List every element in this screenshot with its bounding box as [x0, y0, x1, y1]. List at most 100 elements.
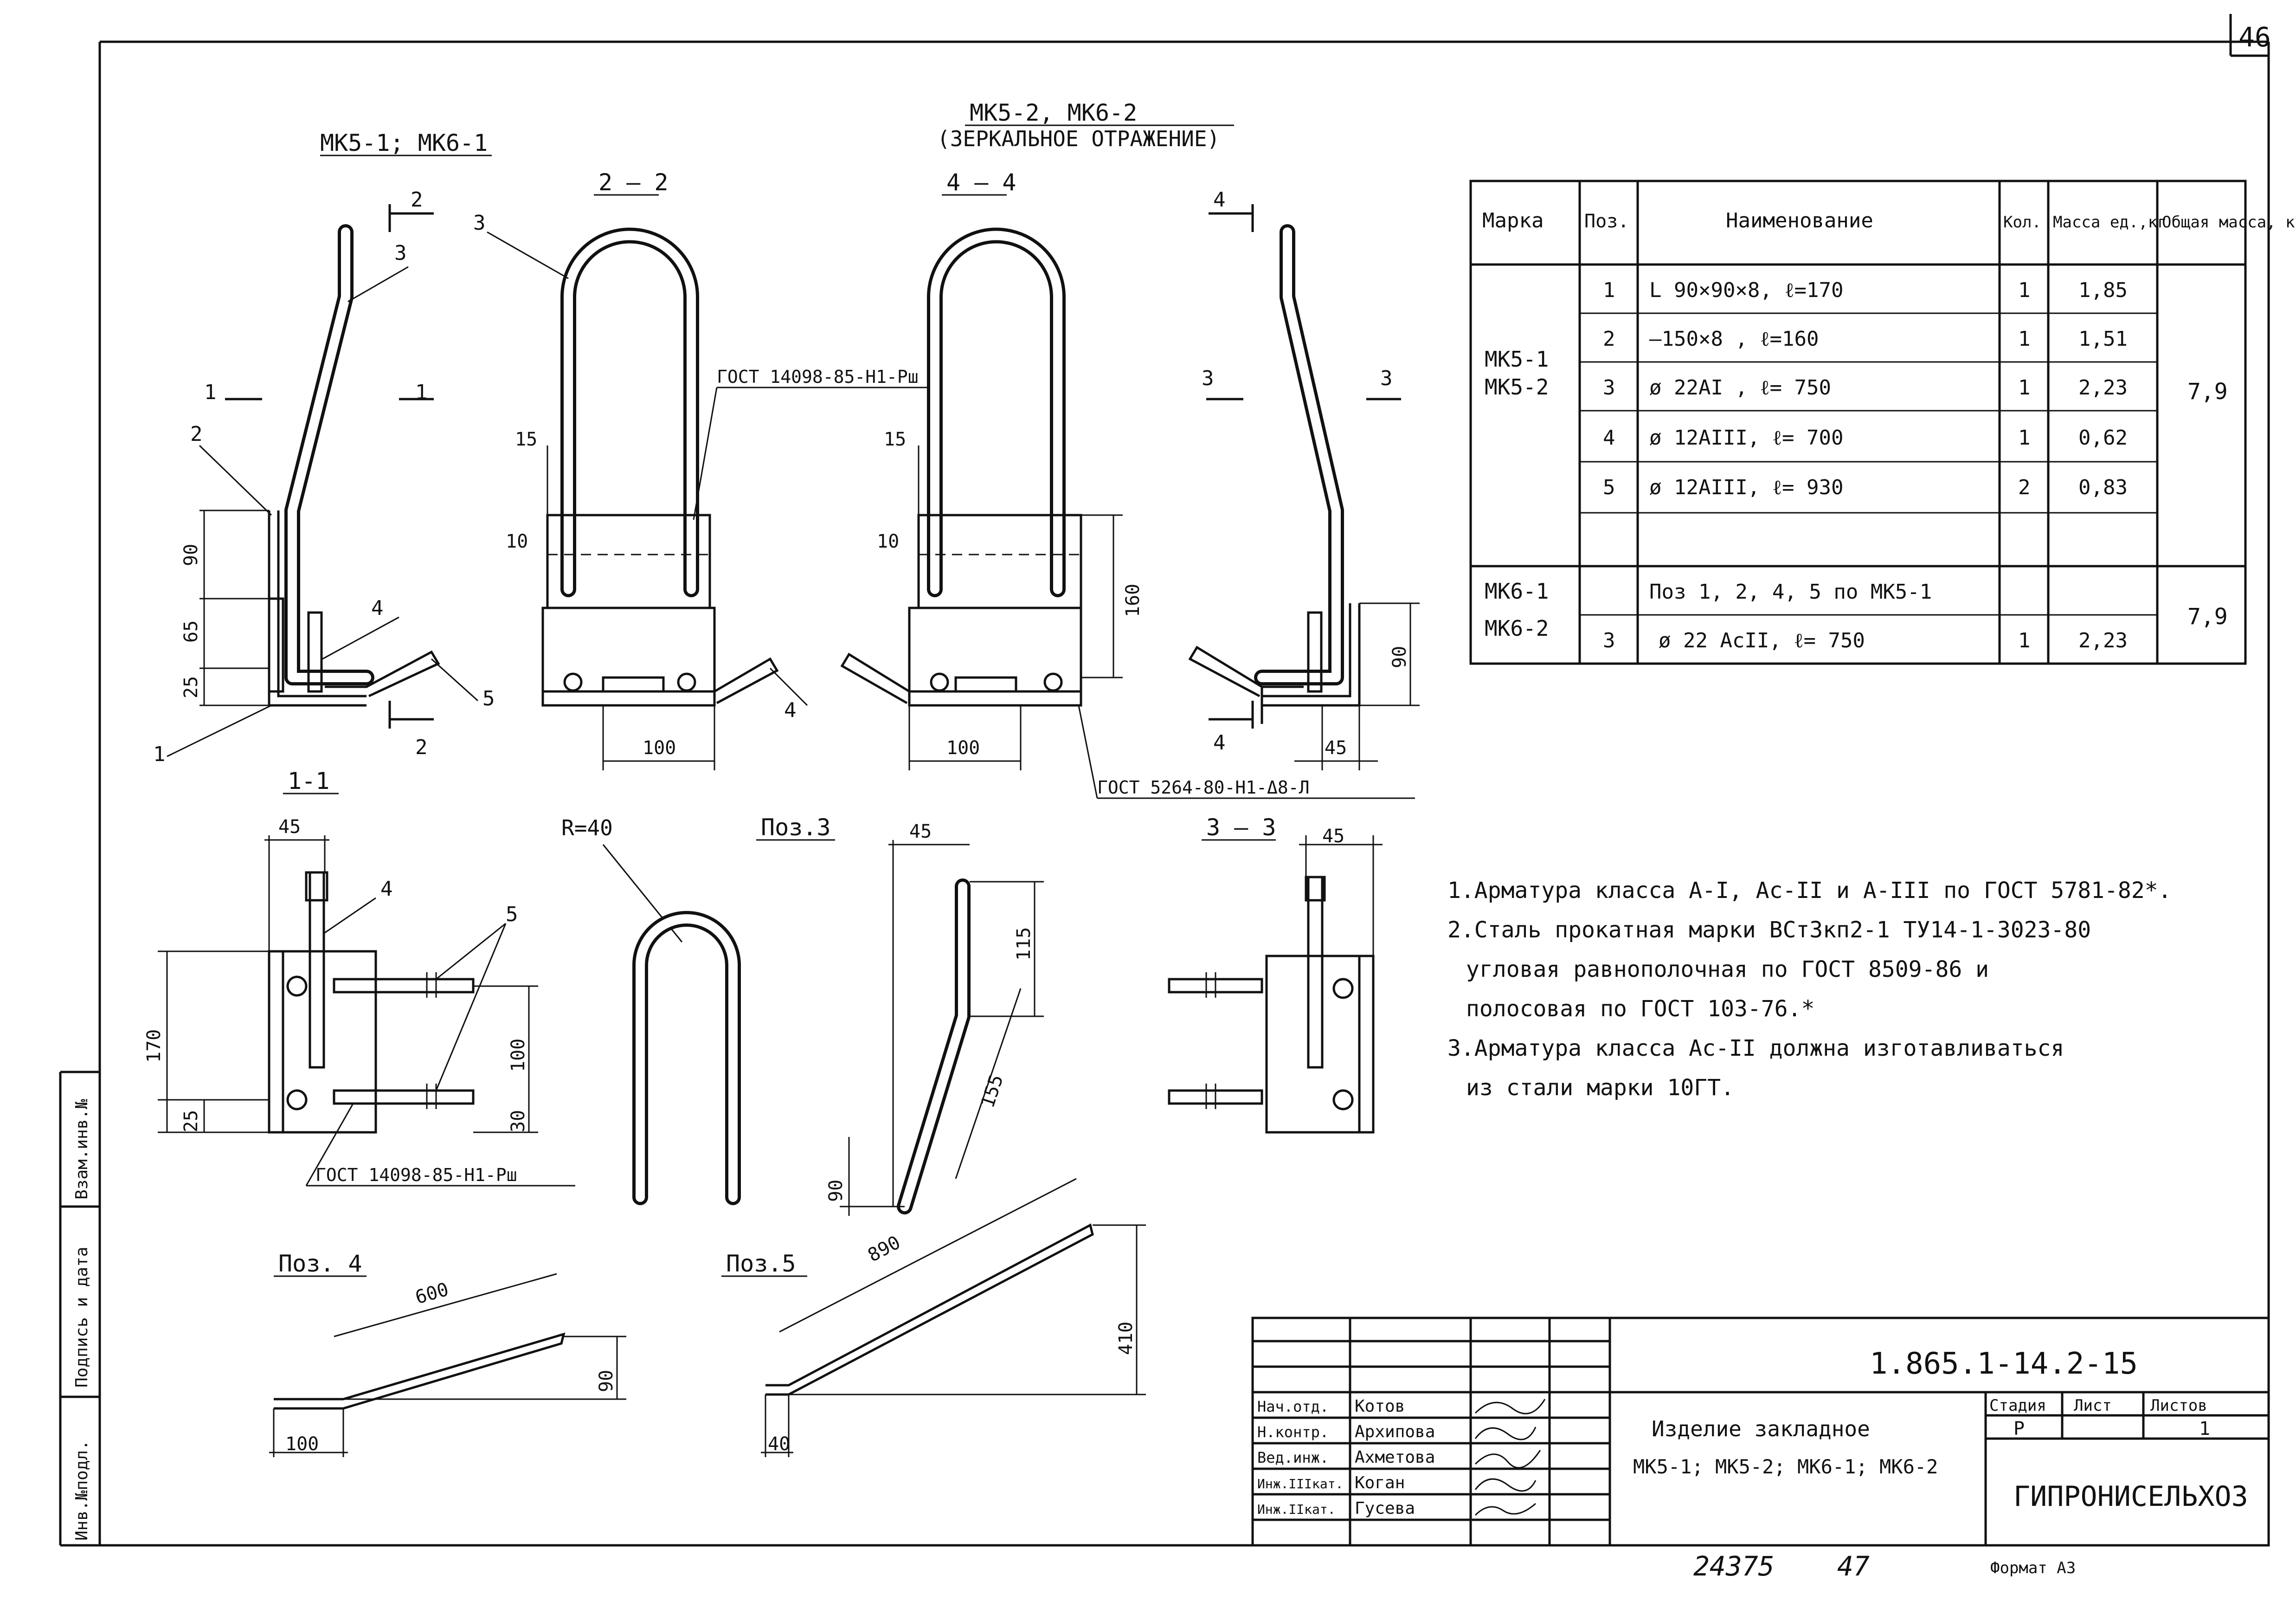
cut-3-left: 3	[1202, 367, 1214, 390]
cut-2-bottom: 2	[415, 736, 428, 759]
row4-name: ø 12AIII, ℓ= 700	[1649, 426, 1843, 450]
note-3: 3.Арматура класса Ас-II должна изготавли…	[1447, 1035, 2064, 1061]
th-name: Наименование	[1726, 209, 1873, 232]
poz3-detail: R=40 Поз.3 45 115 155 90	[561, 814, 1044, 1216]
gost-weld-section: ГОСТ 14098-85-Н1-Рш	[315, 1165, 517, 1185]
section-1-1: 1-1 45 170 25 100 30 4 5 ГОСТ 140	[143, 768, 575, 1187]
view-mk5-1: МК5-1; МК6-1 90 65 25 3 2 4 5 1	[153, 129, 495, 766]
dim-410: 410	[1115, 1322, 1137, 1355]
view-title-mk52: МК5-2, МК6-2	[970, 99, 1137, 126]
title-block: 1.865.1-14.2-15 Нач.отд. Котов Н.контр. …	[1251, 1317, 2270, 1582]
group2-total: 7,9	[2187, 604, 2228, 630]
dim-15-a: 15	[515, 429, 537, 450]
signature-5	[1474, 1503, 1536, 1516]
group2-mark-a: МК6-1	[1485, 579, 1549, 604]
name-4: Коган	[1355, 1473, 1405, 1492]
callout-3b: 3	[473, 211, 486, 235]
row7-pos: 3	[1603, 629, 1615, 652]
stamp-podpis: Подпись и дата	[72, 1247, 91, 1388]
cut-3-right: 3	[1380, 367, 1393, 390]
dim-45-a: 45	[1325, 737, 1347, 759]
view-title-mk51: МК5-1; МК6-1	[320, 129, 488, 156]
row6-name: Поз 1, 2, 4, 5 по МК5-1	[1649, 580, 1932, 604]
callout-4b: 4	[784, 698, 797, 722]
section-2-2: 2 – 2 100 15 10 3 ГОСТ 14098-85-Н1-Рш 4	[473, 169, 933, 770]
row3-mass: 2,23	[2078, 376, 2128, 400]
section-4-4: МК5-2, МК6-2 (ЗЕРКАЛЬНОЕ ОТРАЖЕНИЕ) 4 – …	[840, 99, 1234, 770]
dim-10-a: 10	[506, 531, 528, 552]
group1-mark-b: МК5-2	[1485, 374, 1549, 400]
dim-115: 115	[1013, 927, 1035, 961]
row4-mass: 0,62	[2078, 426, 2128, 450]
title-line-1: Изделие закладное	[1652, 1416, 1870, 1441]
th-pos: Поз.	[1584, 211, 1629, 232]
callout-4: 4	[371, 596, 384, 620]
note-3b: из стали марки 10ГТ.	[1466, 1075, 1734, 1101]
row5-pos: 5	[1603, 476, 1615, 499]
row2-pos: 2	[1603, 327, 1615, 351]
row1-pos: 1	[1603, 278, 1615, 302]
cut-4-bottom: 4	[1213, 731, 1226, 755]
row3-pos: 3	[1603, 376, 1615, 400]
section-11-title: 1-1	[288, 768, 329, 794]
row3-name: ø 22AI , ℓ= 750	[1649, 376, 1831, 400]
sheet-frame	[98, 14, 2270, 1547]
name-3: Ахметова	[1355, 1448, 1435, 1467]
dim-90-d: 90	[596, 1370, 617, 1392]
row7-qty: 1	[2018, 629, 2031, 652]
stage-value: Р	[2013, 1418, 2025, 1440]
role-4: Инж.IIIкат.	[1257, 1476, 1343, 1491]
dim-25-a: 25	[180, 676, 202, 698]
row5-qty: 2	[2018, 476, 2031, 499]
dim-600: 600	[413, 1278, 451, 1308]
gost-weld-top: ГОСТ 14098-85-Н1-Рш	[717, 367, 919, 387]
callout-4c: 4	[380, 877, 393, 901]
callout-1: 1	[153, 742, 166, 766]
dim-45-d: 45	[1322, 826, 1344, 847]
dim-45-c: 45	[909, 821, 932, 842]
callout-3: 3	[394, 241, 407, 265]
role-5: Инж.IIкат.	[1257, 1502, 1336, 1517]
th-mass: Масса ед.,кг	[2053, 213, 2167, 232]
dim-100-d: 100	[285, 1433, 319, 1455]
spec-table: Марка Поз. Наименование Кол. Масса ед.,к…	[1469, 180, 2296, 665]
name-5: Гусева	[1355, 1499, 1415, 1518]
poz3-title: Поз.3	[761, 814, 831, 841]
section-3-3: 3 – 3 45	[1168, 814, 1383, 1134]
group2-mark-b: МК6-2	[1485, 616, 1549, 641]
sheet-label: Лист	[2074, 1396, 2112, 1415]
sheets-value: 1	[2199, 1418, 2210, 1440]
row7-name: ø 22 AcII, ℓ= 750	[1659, 629, 1865, 652]
role-3: Вед.инж.	[1257, 1449, 1329, 1466]
format-label: Формат А3	[1990, 1559, 2076, 1577]
dim-155: 155	[977, 1072, 1008, 1110]
dim-45-b: 45	[278, 816, 301, 838]
row7-mass: 2,23	[2078, 629, 2128, 652]
cut-1-right: 1	[415, 381, 428, 404]
row5-name: ø 12AIII, ℓ= 930	[1649, 476, 1843, 499]
dim-100-a: 100	[643, 737, 676, 759]
dim-90-a: 90	[180, 544, 202, 566]
cut-4-top: 4	[1213, 188, 1226, 212]
poz5-title: Поз.5	[726, 1250, 796, 1277]
signature-2	[1474, 1427, 1537, 1440]
row5-mass: 0,83	[2078, 476, 2128, 499]
gost-weld-bottom: ГОСТ 5264-80-Н1-Δ8-Л	[1097, 777, 1310, 798]
role-2: Н.контр.	[1257, 1423, 1329, 1441]
dim-170: 170	[143, 1029, 165, 1063]
th-total: Общая масса, кг	[2162, 213, 2296, 232]
callout-2: 2	[190, 422, 203, 446]
row3-qty: 1	[2018, 376, 2031, 400]
signature-4	[1474, 1478, 1537, 1492]
note-1: 1.Арматура класса А-I, Ас-II и А-III по …	[1447, 878, 2172, 904]
row2-qty: 1	[2018, 327, 2031, 351]
name-2: Архипова	[1355, 1422, 1435, 1441]
callout-5b: 5	[506, 903, 518, 926]
name-1: Котов	[1355, 1397, 1405, 1416]
dim-90-b: 90	[1389, 646, 1410, 668]
dim-890: 890	[864, 1232, 904, 1266]
dim-100-b: 100	[946, 737, 980, 759]
stamp-inv-podl: Инв.№подл.	[72, 1440, 91, 1541]
view-mk5-2: 90 45 ГОСТ 5264-80-Н1-Δ8-Л 4 4 3 3	[1078, 188, 1420, 799]
